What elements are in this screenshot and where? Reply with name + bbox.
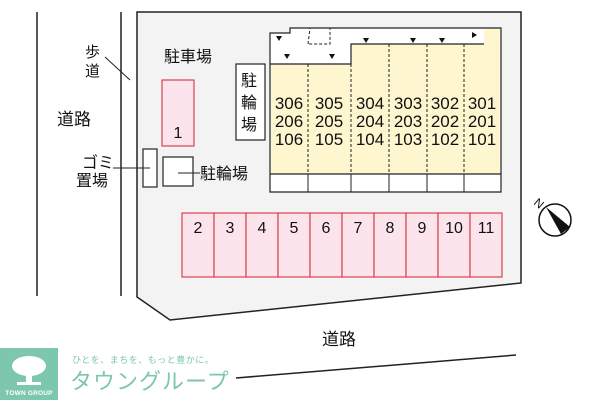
town-group-logo: TOWN GROUP — [0, 348, 58, 400]
parking-space-6 — [309, 212, 343, 278]
entrance-arrow-icon — [439, 38, 445, 43]
svg-text:3: 3 — [226, 220, 235, 237]
svg-text:203: 203 — [394, 112, 422, 131]
garbage-area-label: ゴミ置場 — [76, 153, 114, 190]
brand-tagline: ひとを、まちを、もっと豊かに。 — [72, 356, 215, 366]
sidewalk-leader-line — [104, 56, 131, 81]
compass-icon: N — [531, 195, 572, 237]
svg-text:101: 101 — [468, 130, 496, 149]
parking-lot-label: 駐車場 — [164, 47, 212, 66]
svg-text:2: 2 — [194, 220, 203, 237]
svg-text:7: 7 — [354, 220, 363, 237]
svg-text:202: 202 — [431, 112, 459, 131]
svg-text:6: 6 — [322, 220, 331, 237]
svg-text:104: 104 — [356, 130, 384, 149]
parking-space-5 — [277, 212, 311, 278]
sidewalk-label: 歩道 — [85, 43, 100, 80]
svg-text:4: 4 — [258, 220, 267, 237]
entrance-arrow-icon — [472, 32, 477, 38]
parking-space-7 — [341, 212, 375, 278]
bicycle-parking-lower-label: 駐輪場 — [200, 164, 248, 183]
svg-text:1: 1 — [174, 125, 183, 142]
svg-text:206: 206 — [275, 112, 303, 131]
entrance-arrows — [276, 32, 477, 59]
svg-text:204: 204 — [356, 112, 384, 131]
parking-space-8 — [373, 212, 407, 278]
unit-dividers — [307, 44, 465, 192]
svg-text:102: 102 — [431, 130, 459, 149]
svg-text:106: 106 — [275, 130, 303, 149]
bicycle-parking-vertical — [235, 63, 266, 141]
entrance-arrow-icon — [363, 38, 369, 43]
brand-name: タウングループ — [70, 370, 230, 395]
svg-text:9: 9 — [418, 220, 427, 237]
svg-text:5: 5 — [290, 220, 299, 237]
logo-caption: TOWN GROUP — [5, 390, 53, 397]
svg-text:103: 103 — [394, 130, 422, 149]
tree-icon — [12, 356, 46, 385]
stairs-outline — [307, 27, 331, 45]
bicycle-parking-lower — [162, 156, 194, 187]
svg-text:302: 302 — [431, 94, 459, 113]
bicycle-parking-vertical-label: 駐輪場 — [241, 71, 257, 134]
road-bottom-line — [235, 354, 517, 379]
svg-text:205: 205 — [315, 112, 343, 131]
parking-space-4 — [245, 212, 279, 278]
road-left-label: 道路 — [57, 110, 91, 130]
entrance-arrow-icon — [284, 54, 290, 59]
parking-row — [181, 212, 503, 278]
svg-text:304: 304 — [356, 94, 384, 113]
svg-text:303: 303 — [394, 94, 422, 113]
parking-space-2 — [181, 212, 215, 278]
unit-numbers: 306 305 304 303 302 301 206 205 204 203 … — [275, 94, 496, 149]
svg-text:301: 301 — [468, 94, 496, 113]
parking-space-3 — [213, 212, 247, 278]
entrance-arrow-icon — [276, 36, 282, 41]
svg-text:305: 305 — [315, 94, 343, 113]
svg-text:8: 8 — [386, 220, 395, 237]
entrance-arrow-icon — [410, 38, 416, 43]
svg-text:306: 306 — [275, 94, 303, 113]
building-units-area — [271, 29, 500, 174]
parking-space-11 — [469, 212, 503, 278]
parking-numbers: 1 2 3 4 5 6 7 8 9 10 11 — [174, 125, 495, 237]
road-bottom-label: 道路 — [322, 330, 356, 350]
entrance-arrow-icon — [329, 54, 335, 59]
parking-space-1 — [161, 79, 195, 147]
svg-text:105: 105 — [315, 130, 343, 149]
svg-text:201: 201 — [468, 112, 496, 131]
svg-text:10: 10 — [445, 220, 463, 237]
svg-text:11: 11 — [478, 220, 495, 237]
